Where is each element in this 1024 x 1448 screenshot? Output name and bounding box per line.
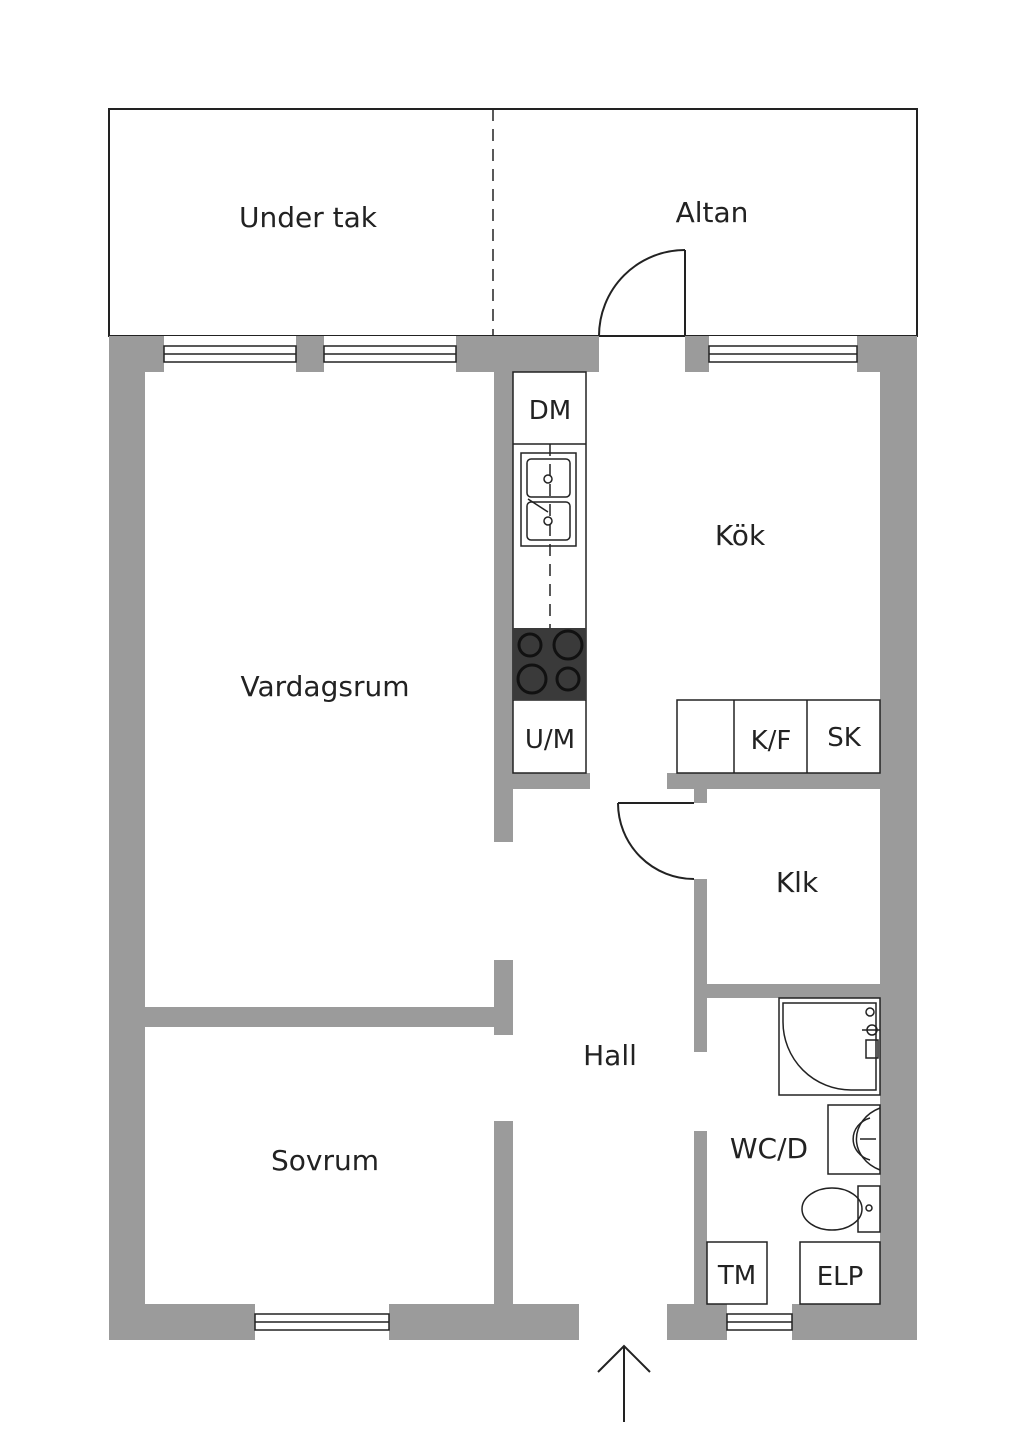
washbasin-icon <box>827 1104 881 1175</box>
fixture-label-tm: TM <box>717 1261 756 1291</box>
doors <box>598 249 695 880</box>
tm-unit <box>706 1241 768 1305</box>
shower-icon <box>778 997 881 1096</box>
room-label-vardagsrum: Vardagsrum <box>241 670 410 703</box>
windows <box>163 336 858 1340</box>
double-sink-icon <box>520 452 577 547</box>
fixture-label-dm: DM <box>529 396 571 426</box>
closet-door <box>617 802 695 880</box>
appliance-units <box>676 699 881 774</box>
outer-walls <box>109 336 917 1340</box>
room-label-altan: Altan <box>676 196 749 229</box>
terrace-area <box>108 108 918 337</box>
fixture-label-um: U/M <box>525 725 575 755</box>
room-label-hall: Hall <box>583 1039 637 1072</box>
interior-walls <box>145 372 880 1304</box>
window-living-2 <box>323 336 457 372</box>
window-bedroom <box>254 1304 390 1340</box>
room-label-kok: Kök <box>715 519 766 552</box>
stove-icon <box>513 628 586 700</box>
fixture-label-elp: ELP <box>817 1262 864 1292</box>
arrow-up-icon <box>597 1344 651 1422</box>
elp-unit <box>799 1241 881 1305</box>
window-living-1 <box>163 336 297 372</box>
balcony-door <box>598 249 686 337</box>
toilet-icon <box>801 1185 881 1233</box>
fixture-label-kf: K/F <box>751 726 792 756</box>
bathroom-fixtures <box>706 997 881 1305</box>
window-kitchen <box>708 336 858 372</box>
fixture-labels: DM U/M K/F SK TM ELP <box>525 396 863 1292</box>
room-labels: Under tak Altan Kök Vardagsrum Klk Hall … <box>239 196 819 1177</box>
kitchen-counter <box>512 371 587 774</box>
room-label-under-tak: Under tak <box>239 201 378 234</box>
room-label-klk: Klk <box>776 866 819 899</box>
fixture-label-sk: SK <box>827 723 862 753</box>
room-label-sovrum: Sovrum <box>271 1144 379 1177</box>
window-bathroom <box>726 1304 793 1340</box>
room-label-wc: WC/D <box>730 1132 808 1165</box>
